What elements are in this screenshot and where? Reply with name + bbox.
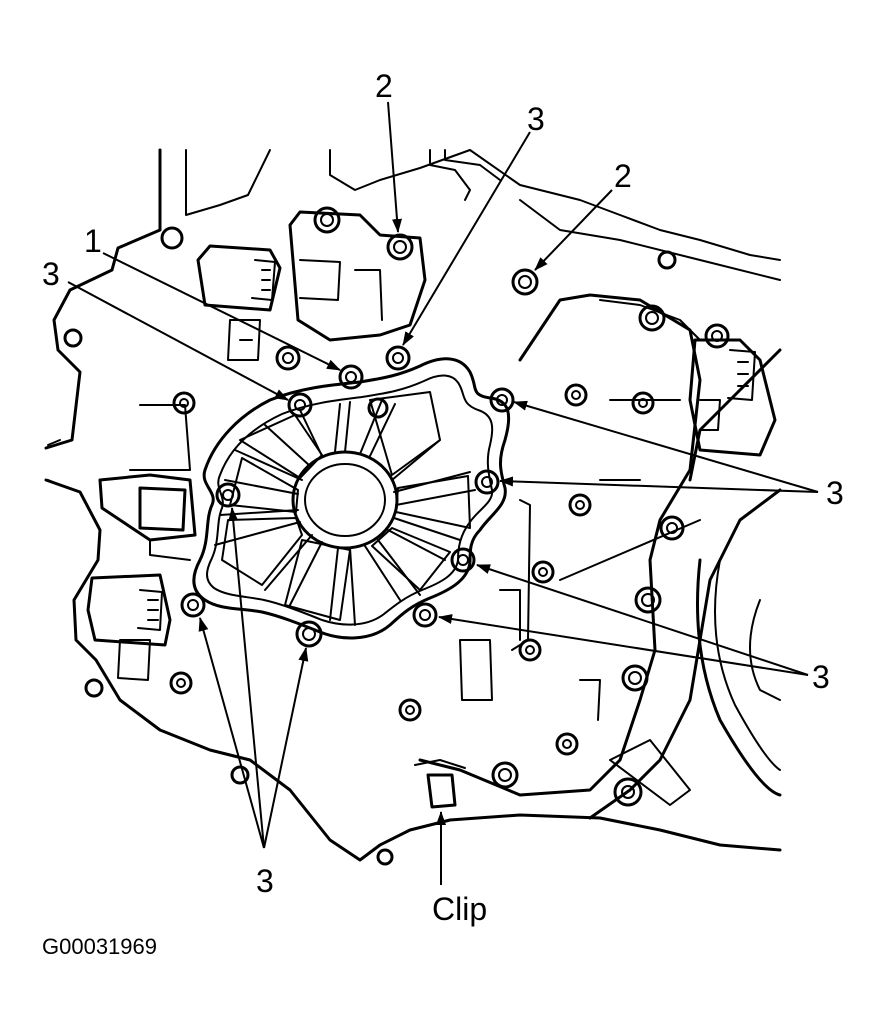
bolt xyxy=(634,586,662,614)
leader-3a xyxy=(402,131,531,346)
bolt xyxy=(531,560,555,584)
bolt xyxy=(511,268,539,296)
bolt xyxy=(386,233,414,261)
bolt xyxy=(160,226,184,250)
bolt xyxy=(564,383,588,407)
callouts: 2 3 2 1 3 3 3 3 Clip G00031969 xyxy=(42,68,844,959)
bolt xyxy=(230,765,250,785)
bolt xyxy=(631,391,655,415)
bolt xyxy=(489,387,515,413)
bolt xyxy=(638,304,666,332)
bolt xyxy=(704,323,730,349)
callout-2-top: 2 xyxy=(375,68,393,104)
bolt xyxy=(63,328,83,348)
callout-1: 1 xyxy=(84,223,102,259)
left-solenoid-lower xyxy=(86,573,172,681)
leader-3b xyxy=(67,281,289,401)
leader-3e-1 xyxy=(198,617,265,849)
callout-2-right: 2 xyxy=(614,158,632,194)
transmission-case xyxy=(44,148,782,862)
bolt xyxy=(398,698,422,722)
upper-valve-plate xyxy=(288,210,427,342)
bolt xyxy=(385,345,411,371)
bolt xyxy=(412,602,438,628)
bolt xyxy=(376,848,394,866)
leader-lines xyxy=(67,101,819,885)
bolt xyxy=(491,761,519,789)
left-solenoid-upper xyxy=(196,244,282,361)
bolt xyxy=(313,206,341,234)
callout-3-right-lower: 3 xyxy=(812,659,830,695)
bolt xyxy=(215,482,241,508)
bolt xyxy=(657,250,677,270)
figure-id: G00031969 xyxy=(42,934,157,959)
leader-3d-1 xyxy=(476,564,809,676)
leader-2b xyxy=(534,189,613,271)
callout-3-right-upper: 3 xyxy=(826,475,844,511)
right-solenoid xyxy=(599,299,777,457)
bolt xyxy=(450,547,476,573)
callout-3-top: 3 xyxy=(527,101,545,137)
leader-3e-2 xyxy=(228,507,265,849)
callout-3-left: 3 xyxy=(42,256,60,292)
bolt xyxy=(338,364,364,390)
bolt xyxy=(295,620,323,648)
valve-body xyxy=(418,293,702,797)
bolts xyxy=(63,206,730,866)
leader-3c-1 xyxy=(513,400,819,493)
accumulator-cover-plate xyxy=(192,357,511,640)
callout-clip: Clip xyxy=(432,891,487,927)
bolt xyxy=(169,671,193,695)
bolt xyxy=(555,732,579,756)
leader-3d-2 xyxy=(438,614,809,676)
bolt xyxy=(659,515,685,541)
bolt xyxy=(287,392,313,418)
left-connector xyxy=(98,404,197,561)
bolt xyxy=(518,638,542,662)
bolt xyxy=(474,469,500,495)
leader-3e-3 xyxy=(263,647,309,849)
bolt xyxy=(275,345,301,371)
clip-part xyxy=(414,759,466,809)
bolt xyxy=(84,678,104,698)
bolt xyxy=(180,592,206,618)
leader-2a xyxy=(387,101,402,233)
bolt xyxy=(613,777,643,807)
callout-3-bottom: 3 xyxy=(256,863,274,899)
bolt xyxy=(367,397,389,419)
bolt xyxy=(172,391,196,415)
bolt xyxy=(568,493,592,517)
leader-3c-2 xyxy=(499,476,819,493)
bolt xyxy=(621,664,649,692)
leader-1 xyxy=(102,252,341,371)
